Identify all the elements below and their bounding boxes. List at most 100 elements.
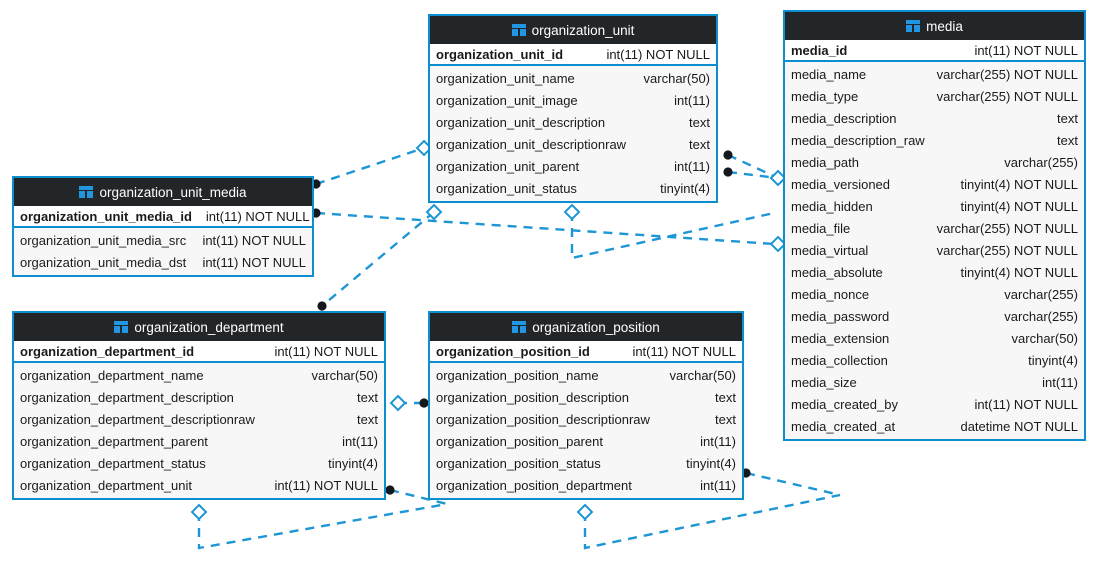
field-row[interactable]: organization_position_name varchar(50) bbox=[430, 364, 742, 386]
table-organization_unit[interactable]: organization_unit organization_unit_id i… bbox=[428, 14, 718, 203]
primary-key-row[interactable]: organization_unit_media_id int(11) NOT N… bbox=[14, 206, 312, 228]
field-type: int(11) bbox=[700, 477, 736, 493]
field-name: organization_position_id bbox=[436, 343, 590, 359]
field-name: organization_unit_name bbox=[436, 70, 575, 86]
field-name: organization_department_name bbox=[20, 367, 204, 383]
field-type: text bbox=[715, 389, 736, 405]
table-icon bbox=[114, 321, 129, 333]
field-name: media_id bbox=[791, 42, 848, 58]
field-type: int(11) bbox=[674, 158, 710, 174]
primary-key-row[interactable]: organization_department_id int(11) NOT N… bbox=[14, 341, 384, 363]
table-organization_position[interactable]: organization_position organization_posit… bbox=[428, 311, 744, 500]
field-name: organization_position_parent bbox=[436, 433, 603, 449]
field-name: organization_unit_media_src bbox=[20, 232, 187, 248]
primary-key-row[interactable]: media_id int(11) NOT NULL bbox=[785, 40, 1084, 62]
field-name: media_extension bbox=[791, 330, 890, 346]
field-row[interactable]: organization_department_name varchar(50) bbox=[14, 364, 384, 386]
field-name: media_size bbox=[791, 374, 857, 390]
field-type: tinyint(4) NOT NULL bbox=[960, 176, 1078, 192]
primary-key-row[interactable]: organization_position_id int(11) NOT NUL… bbox=[430, 341, 742, 363]
table-header-organization_position: organization_position bbox=[430, 313, 742, 341]
field-name: media_absolute bbox=[791, 264, 883, 280]
field-type: varchar(50) bbox=[311, 367, 378, 383]
field-name: organization_position_name bbox=[436, 367, 599, 383]
field-type: text bbox=[1057, 132, 1078, 148]
field-row[interactable]: media_size int(11) bbox=[785, 371, 1084, 393]
table-header-organization_department: organization_department bbox=[14, 313, 384, 341]
field-type: varchar(50) bbox=[669, 367, 736, 383]
link-unitmedia-to-media bbox=[315, 211, 775, 246]
field-type: int(11) NOT NULL bbox=[274, 477, 378, 493]
table-title: organization_department bbox=[134, 319, 284, 335]
table-header-organization_unit_media: organization_unit_media bbox=[14, 178, 312, 206]
field-type: varchar(255) NOT NULL bbox=[936, 242, 1078, 258]
field-row[interactable]: organization_department_status tinyint(4) bbox=[14, 452, 384, 474]
table-title: organization_unit bbox=[531, 22, 635, 38]
table-organization_unit_media[interactable]: organization_unit_media organization_uni… bbox=[12, 176, 314, 277]
field-type: tinyint(4) bbox=[328, 455, 378, 471]
table-organization_department[interactable]: organization_department organization_dep… bbox=[12, 311, 386, 500]
table-header-media: media bbox=[785, 12, 1084, 40]
diamond-department-bottom bbox=[190, 503, 208, 521]
field-name: media_name bbox=[791, 66, 867, 82]
field-name: organization_unit_media_dst bbox=[20, 254, 187, 270]
field-type: int(11) NOT NULL bbox=[274, 343, 378, 359]
field-name: organization_unit_image bbox=[436, 92, 578, 108]
field-type: int(11) bbox=[342, 433, 378, 449]
diamond-unit-bottom-left bbox=[425, 203, 443, 221]
field-row[interactable]: organization_position_description text bbox=[430, 386, 742, 408]
field-name: organization_department_status bbox=[20, 455, 206, 471]
field-name: media_created_at bbox=[791, 418, 896, 434]
table-media[interactable]: media media_id int(11) NOT NULL media_na… bbox=[783, 10, 1086, 441]
field-type: int(11) bbox=[1042, 374, 1078, 390]
table-icon bbox=[512, 321, 527, 333]
primary-key-row[interactable]: organization_unit_id int(11) NOT NULL bbox=[430, 44, 716, 66]
field-name: organization_position_description bbox=[436, 389, 629, 405]
diamond-department-right bbox=[389, 394, 407, 412]
table-icon bbox=[79, 186, 94, 198]
field-name: media_created_by bbox=[791, 396, 898, 412]
link-department-selfref bbox=[197, 502, 448, 550]
field-row[interactable]: media_created_at datetime NOT NULL bbox=[785, 415, 1084, 437]
field-type: datetime NOT NULL bbox=[960, 418, 1078, 434]
field-type: varchar(255) NOT NULL bbox=[936, 220, 1078, 236]
field-name: organization_department_description bbox=[20, 389, 234, 405]
field-type: varchar(255) bbox=[1004, 154, 1078, 170]
diamond-unit-bottom-mid bbox=[563, 203, 581, 221]
link-unit-selfref bbox=[570, 211, 775, 260]
field-type: int(11) NOT NULL bbox=[974, 42, 1078, 58]
field-name: organization_position_descriptionraw bbox=[436, 411, 650, 427]
